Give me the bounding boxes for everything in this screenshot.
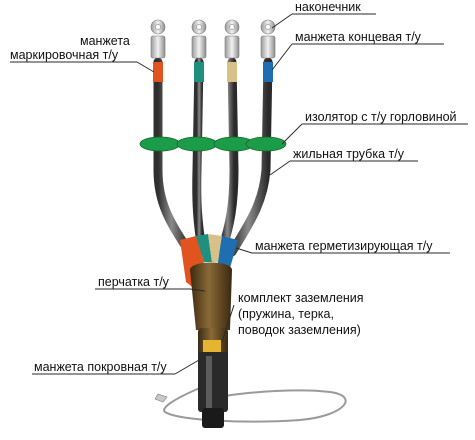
core-tube-4 — [227, 57, 273, 257]
marking-sleeve-1 — [153, 62, 163, 82]
cable-end — [202, 408, 224, 428]
core-tube-3 — [217, 57, 239, 255]
label-marking-sleeve-line1: манжета — [80, 34, 130, 48]
grounding-marker — [203, 340, 221, 352]
grounding-lug-icon — [154, 393, 168, 403]
insulator-1 — [139, 136, 181, 152]
marking-sleeve-3 — [227, 62, 237, 82]
label-lug: наконечник — [295, 0, 361, 14]
core-3-colored — [208, 234, 222, 262]
leader-lines — [10, 13, 468, 375]
termination-drawing — [139, 19, 347, 428]
glove — [190, 262, 232, 330]
insulator-2 — [176, 136, 218, 152]
lug-2 — [191, 19, 207, 59]
label-marking-sleeve-line2: маркировочная т/у — [10, 48, 119, 62]
label-grounding-line3: поводок заземления) — [238, 323, 361, 337]
marking-sleeve-4 — [263, 62, 273, 82]
core-tube-1 — [153, 57, 193, 255]
label-sealing-sleeve: манжета герметизирующая т/у — [255, 239, 433, 253]
label-end-sleeve: манжета концевая т/у — [295, 30, 422, 44]
marking-sleeve-2 — [194, 62, 204, 82]
label-core-tube: жильная трубка т/у — [293, 147, 405, 161]
core-tube-2 — [192, 57, 207, 255]
cover-sleeve-highlight — [206, 356, 212, 408]
lug-3 — [224, 19, 240, 59]
label-cover-sleeve: манжета покровная т/у — [34, 360, 167, 374]
label-insulator: изолятор с т/у горловиной — [305, 110, 457, 124]
core-2-colored — [196, 234, 212, 262]
insulator-4 — [245, 136, 287, 152]
grounding-wire — [163, 384, 347, 423]
label-glove: перчатка т/у — [98, 275, 170, 289]
lug-1 — [150, 19, 166, 59]
label-grounding-line2: (пружина, терка, — [238, 307, 334, 321]
lug-4 — [260, 19, 276, 59]
label-grounding-line1: комплект заземления — [238, 291, 364, 305]
cover-sleeve — [198, 352, 228, 412]
labels: наконечник манжета концевая т/у манжета … — [10, 0, 457, 374]
